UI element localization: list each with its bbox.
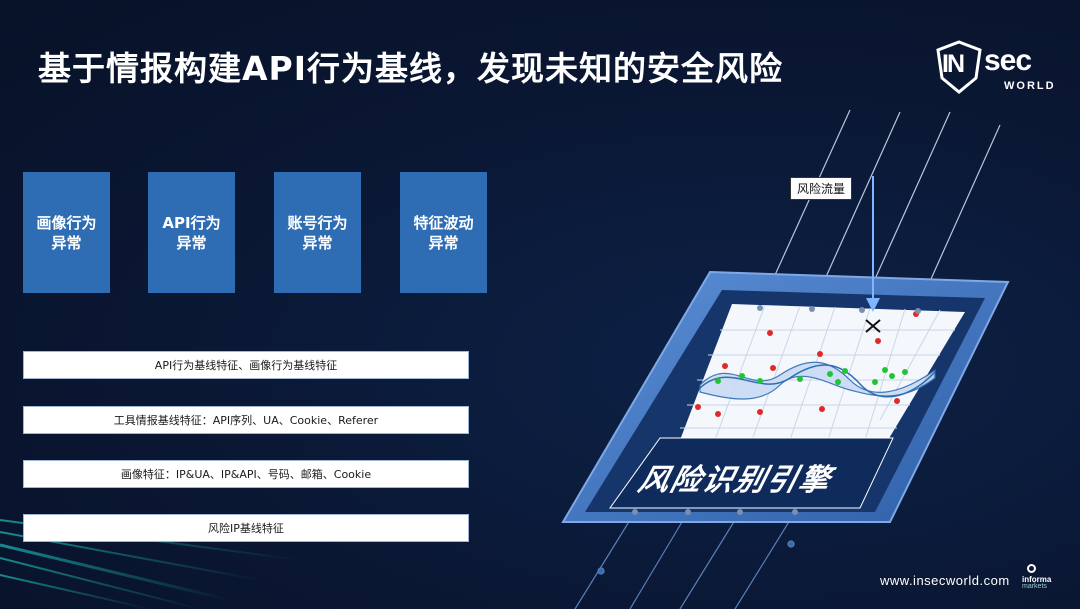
risk-flow-label: 风险流量 — [790, 177, 853, 200]
category-box-feature-fluctuation: 特征波动 异常 — [400, 172, 487, 293]
risk-cross-icon — [865, 319, 881, 333]
logo-in: IN — [942, 50, 965, 78]
risk-flow-arrow — [866, 176, 880, 312]
informa-logo: informa markets — [1019, 562, 1053, 592]
engine-name: 风险识别引擎 — [634, 463, 836, 498]
insec-world-logo: IN sec WORLD — [936, 38, 1054, 96]
page-title: 基于情报构建API行为基线，发现未知的安全风险 — [38, 49, 784, 88]
feature-bar-portrait: 画像特征：IP&UA、IP&API、号码、邮箱、Cookie — [23, 460, 469, 488]
logo-world: WORLD — [1004, 80, 1056, 92]
feature-bar-api-baseline: API行为基线特征、画像行为基线特征 — [23, 351, 469, 379]
shield-icon — [936, 40, 982, 94]
anomaly-points — [695, 311, 919, 417]
feature-bar-tool-intel: 工具情报基线特征：API序列、UA、Cookie、Referer — [23, 406, 469, 434]
informa-text: informa — [1022, 575, 1052, 584]
category-box-portrait-behavior: 画像行为 异常 — [23, 172, 110, 293]
feature-bar-risk-ip: 风险IP基线特征 — [23, 514, 469, 542]
baseline-wave — [699, 361, 936, 400]
normal-points — [715, 367, 908, 385]
logo-sec: sec — [984, 44, 1032, 77]
markets-text: markets — [1022, 583, 1047, 590]
engine-name-bar — [609, 437, 894, 509]
category-box-account-behavior: 账号行为 异常 — [274, 172, 361, 293]
footer-url: www.insecworld.com — [880, 573, 1010, 588]
informa-dot-icon — [1027, 564, 1036, 573]
outgoing-lines — [574, 511, 796, 609]
category-box-api-behavior: API行为 异常 — [148, 172, 235, 293]
